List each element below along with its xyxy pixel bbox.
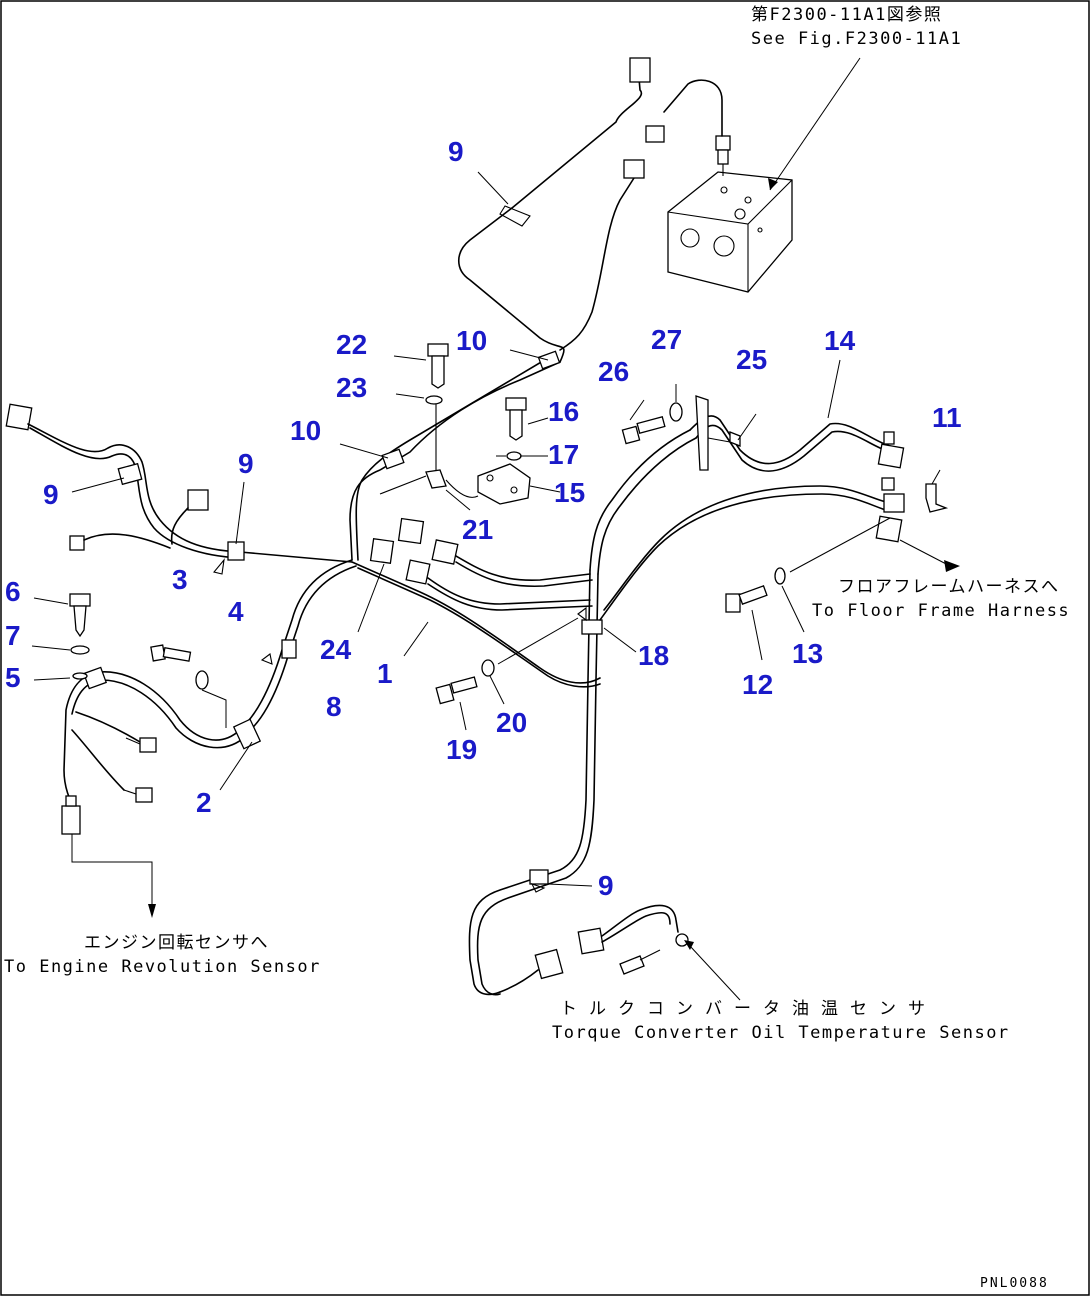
callout-18: 18: [638, 640, 670, 671]
washer-4: [195, 670, 209, 690]
callout-25: 25: [736, 344, 768, 375]
callout-6: 6: [5, 576, 21, 607]
callout-21: 21: [462, 514, 494, 545]
bolt-3: [150, 644, 192, 662]
floor-harness-note-en: To Floor Frame Harness: [812, 601, 1071, 621]
callout-14: 14: [824, 325, 856, 356]
callout-15: 15: [554, 477, 586, 508]
drawing-code: PNL0088: [980, 1276, 1049, 1291]
torque-sensor-note-en: Torque Converter Oil Temperature Sensor: [552, 1023, 1010, 1043]
torque-sensor-note-jp: トルクコンバータ油温センサ: [560, 999, 937, 1019]
callout-26: 26: [598, 356, 630, 387]
callout-17: 17: [548, 439, 580, 470]
engine-sensor-note-jp: エンジン回転センサへ: [84, 933, 269, 953]
callout-23: 23: [336, 372, 368, 403]
callout-4: 4: [228, 596, 244, 627]
callout-22: 22: [336, 329, 368, 360]
callout-2: 2: [196, 787, 212, 818]
callout-3: 3: [172, 564, 188, 595]
callout-5: 5: [5, 662, 21, 693]
callout-16: 16: [548, 396, 580, 427]
valve-fitting: [715, 135, 731, 176]
callout-19: 19: [446, 734, 478, 765]
washer-7: [70, 645, 90, 655]
bolt-6: [69, 593, 91, 638]
callout-9-bottom: 9: [598, 870, 614, 901]
callout-10-top: 10: [456, 325, 488, 356]
see-fig-note-en: See Fig.F2300-11A1: [751, 29, 963, 49]
callout-1: 1: [377, 658, 393, 689]
floor-harness-note-jp: フロアフレームハーネスへ: [838, 577, 1060, 597]
callout-7: 7: [5, 620, 21, 651]
engine-sensor-note-en: To Engine Revolution Sensor: [4, 957, 321, 977]
callout-10-left: 10: [290, 415, 322, 446]
callout-8: 8: [326, 691, 342, 722]
callout-27: 27: [651, 324, 683, 355]
callout-24: 24: [320, 634, 352, 665]
valve-block: [667, 171, 793, 293]
callout-20: 20: [496, 707, 528, 738]
callout-9-top: 9: [448, 136, 464, 167]
washer-5: [72, 672, 88, 680]
see-fig-note-jp: 第F2300-11A1図参照: [751, 5, 943, 25]
callout-11: 11: [932, 402, 962, 433]
callout-9-left: 9: [43, 479, 59, 510]
callout-9-mid: 9: [238, 448, 254, 479]
callout-12: 12: [742, 669, 774, 700]
callout-13: 13: [792, 638, 824, 669]
